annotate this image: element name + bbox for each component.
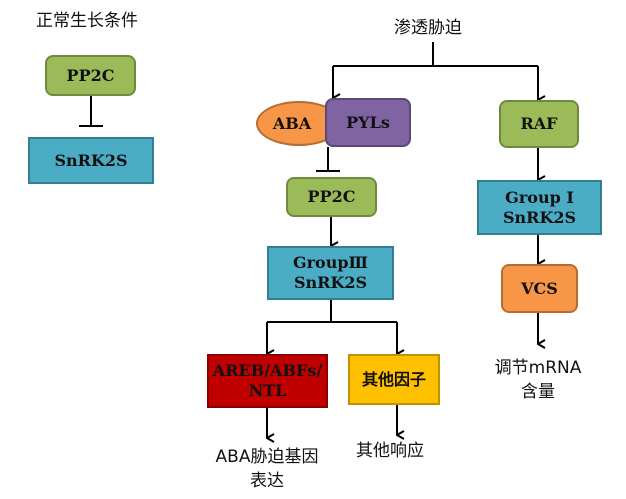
pyls-label: PYLs	[346, 112, 390, 132]
pp2c-box-normal: PP2C	[45, 55, 136, 96]
group3-snrk2s-box: GroupⅢ SnRK2S	[267, 246, 394, 300]
mrna-result-line1: 调节mRNA	[494, 358, 582, 378]
normal-condition-title: 正常生长条件	[36, 11, 138, 31]
group3-label-line2: SnRK2S	[293, 273, 368, 292]
snrk2s-box-normal: SnRK2S	[28, 137, 154, 184]
areb-label-line1: AREB/ABFs/	[212, 361, 323, 380]
pp2c-label-normal: PP2C	[66, 65, 115, 85]
group1-label-line2: SnRK2S	[502, 207, 577, 227]
snrk2s-label-normal: SnRK2S	[54, 150, 128, 170]
osmotic-stress-title: 渗透胁迫	[394, 18, 462, 38]
mrna-result-line2: 含量	[521, 382, 555, 402]
other-factors-box: 其他因子	[348, 354, 440, 405]
other-factors-label: 其他因子	[361, 369, 426, 389]
regulate-mrna-text: 调节mRNA 含量	[486, 356, 590, 404]
aba-result-line1: ABA胁迫基因	[215, 447, 319, 467]
areb-label-line2: NTL	[248, 381, 287, 400]
pp2c-label-stress: PP2C	[307, 187, 356, 206]
group1-snrk2s-box: Group Ⅰ SnRK2S	[477, 180, 602, 235]
group3-label-line1: GroupⅢ	[292, 253, 369, 272]
pyls-box: PYLs	[325, 98, 411, 147]
raf-box: RAF	[499, 100, 579, 148]
group1-label-line1: Group Ⅰ	[505, 187, 574, 207]
raf-label: RAF	[520, 114, 558, 133]
vcs-box: VCS	[501, 264, 578, 313]
aba-result-line2: 表达	[250, 471, 284, 491]
aba-label: ABA	[272, 113, 312, 133]
pp2c-box-stress: PP2C	[286, 177, 377, 217]
vcs-label: VCS	[521, 278, 558, 298]
areb-abfs-ntl-box: AREB/ABFs/ NTL	[207, 354, 328, 408]
other-response-text: 其他响应	[356, 441, 424, 461]
aba-stress-gene-expression-text: ABA胁迫基因 表达	[208, 445, 326, 493]
